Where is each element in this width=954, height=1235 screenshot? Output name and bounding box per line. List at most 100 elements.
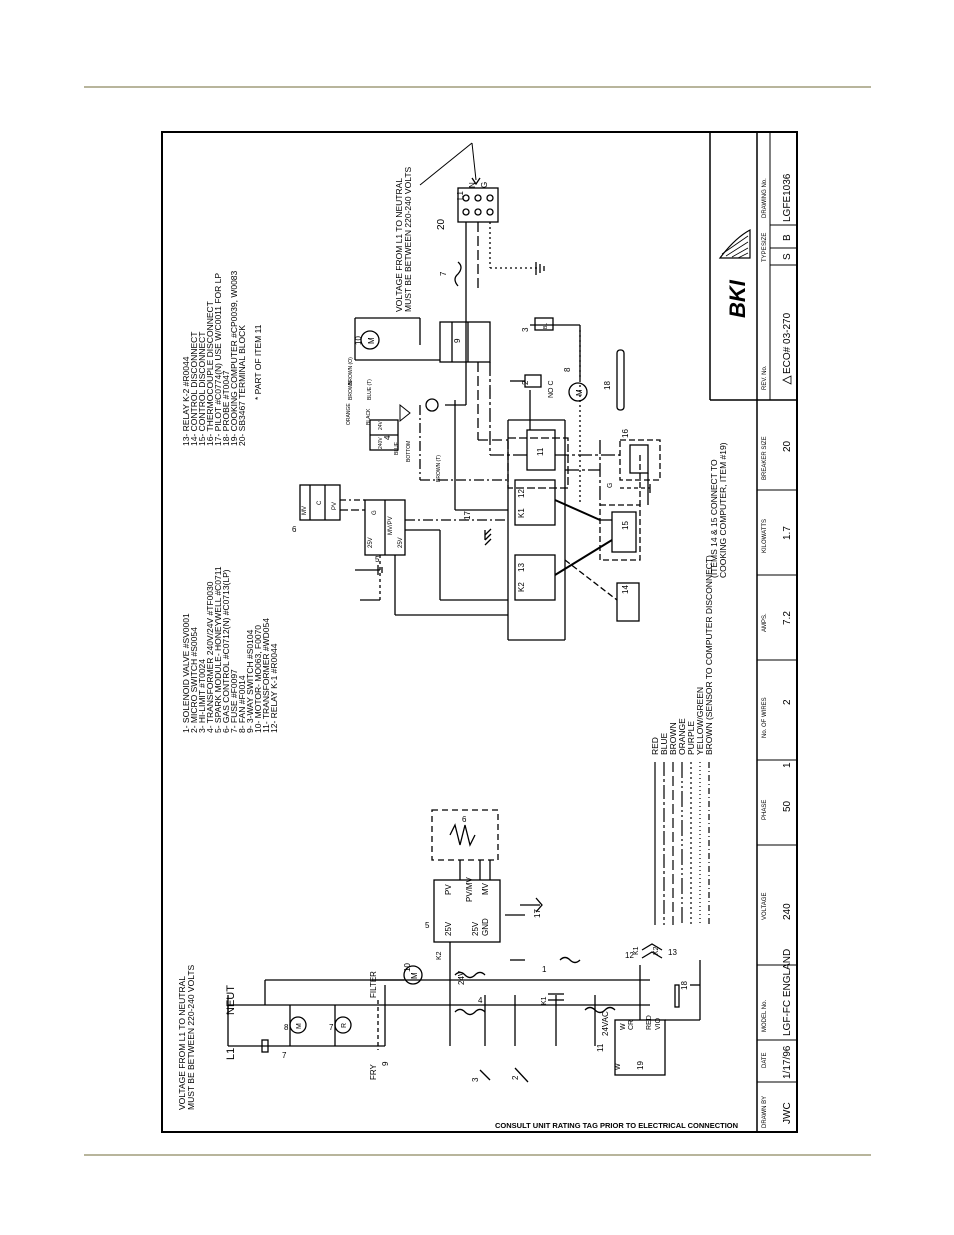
legend-brown: BROWN: [668, 722, 678, 755]
voltage-label: VOLTAGE: [762, 893, 768, 920]
red-label: RED: [646, 1015, 653, 1030]
motor-m-right: M: [367, 337, 376, 344]
rev-label: REV. No.: [762, 365, 768, 390]
num-6-right: 6: [292, 525, 297, 534]
num-7-left: 7: [282, 1051, 287, 1060]
svg-text:MUST BE BETWEEN 220-240 VOLTS: MUST BE BETWEEN 220-240 VOLTS: [186, 964, 196, 1110]
part-7: 7- FUSE #F0097: [229, 669, 239, 733]
legend-orange: ORANGE: [677, 718, 687, 755]
num-7-right: 7: [439, 271, 448, 276]
part-9: 9- 3-WAY SWITCH #S0104: [245, 629, 255, 733]
part-15: 15- CONTROL DISCONNECT: [197, 332, 207, 446]
hi-limit-bl: BL: [543, 323, 549, 329]
date-label: DATE: [762, 1052, 768, 1068]
bki-logo-text: BKI: [725, 279, 750, 318]
part-note: * PART OF ITEM 11: [253, 324, 263, 400]
num-11-left: 11: [596, 1043, 605, 1052]
c-right: C: [317, 500, 323, 505]
w-label-a: W: [615, 1063, 622, 1070]
num-8-left: 8: [284, 1023, 289, 1032]
size-label: SIZE: [762, 233, 768, 246]
mv-label: MV: [481, 882, 490, 895]
num-14-right: 14: [621, 585, 630, 594]
k1-label: K1: [541, 996, 548, 1005]
k2-coil-label: K2: [653, 946, 660, 955]
drawing-label: DRAWING No.: [762, 178, 768, 218]
kilowatts-value: 1.7: [782, 526, 793, 540]
part-5: 5- SPARK MODULE- HONEYWELL #C0711: [213, 566, 223, 733]
v24-label: 24V: [457, 970, 466, 985]
num-12-left: 12: [625, 951, 634, 960]
header-rule: [84, 86, 871, 88]
g-right: G: [607, 483, 614, 488]
num-3-right: 3: [521, 327, 530, 332]
num-5-right: 5: [375, 555, 380, 564]
rev-value: ECO# 03-270: [782, 312, 793, 374]
phase-value: 50: [782, 800, 793, 812]
filter-label: FILTER: [369, 971, 378, 998]
num-10-right: 10: [354, 336, 363, 345]
part-16: 16- THERMOCOUPLE DISCONNECT: [205, 301, 215, 446]
title-block-labels: DRAWN BY JWC DATE 1/17/96 MODEL No. LGF-…: [762, 173, 793, 1128]
wires-value: 2: [782, 699, 793, 705]
amps-value: 7.2: [782, 611, 793, 625]
type-value: S: [782, 253, 793, 260]
model-label: MODEL No.: [762, 1000, 768, 1032]
model-value: LGF-FC ENGLAND: [782, 949, 793, 1036]
num-9-left: 9: [381, 1061, 390, 1066]
k1-coil-label: K1: [633, 946, 640, 955]
title-block: [709, 132, 797, 1132]
phase-extra-value: 1: [782, 762, 793, 768]
r-label: R: [341, 1023, 348, 1028]
v25-right-b: 25V: [398, 537, 404, 548]
pvmv-label: PV/MV: [465, 876, 474, 902]
right-voltage-note: VOLTAGE FROM L1 TO NEUTRAL MUST BE BETWE…: [394, 166, 413, 312]
gnd-label: GND: [481, 918, 490, 936]
n-terminal-label: N: [468, 182, 477, 188]
black-wire-label: BLACK: [366, 408, 372, 425]
amps-label: AMPS.: [762, 613, 768, 632]
num-18-right: 18: [603, 381, 612, 390]
num-17-left: 17: [533, 909, 542, 918]
brown-wire-label: BROWN: [348, 380, 354, 400]
pv-label: PV: [444, 884, 453, 895]
part-14: 14- CONTROL DISCONNECT: [189, 332, 199, 446]
wires-label: No. OF WIRES: [762, 697, 768, 738]
l1-terminal-label: L1: [456, 191, 465, 200]
num-4-left: 4: [478, 996, 483, 1005]
part-4: 4- TRANSFORMER 240V/24V #TF0030: [205, 581, 215, 733]
legend-blue: BLUE: [659, 732, 669, 755]
svg-text:COOKING COMPUTER, ITEM #19): COOKING COMPUTER, ITEM #19): [718, 442, 728, 578]
noc-label: NO C: [548, 381, 555, 399]
num-18-left: 18: [680, 981, 689, 990]
cr-label: CR: [628, 1020, 635, 1030]
num-16-right: 16: [621, 429, 630, 438]
drawn-by-label: DRAWN BY: [762, 1096, 768, 1128]
revision-delta-icon: [782, 375, 792, 385]
drawing-value: LGFE1036: [782, 173, 793, 222]
date-value: 1/17/96: [782, 1045, 793, 1079]
orange-wire-label: ORANGE: [346, 403, 352, 425]
part-20: 20- SB3467 TERMINAL BLOCK: [237, 325, 247, 446]
part-13: 13- RELAY K-2 #R0044: [181, 356, 191, 446]
svg-text:VOLTAGE FROM L1 TO NEUTRAL: VOLTAGE FROM L1 TO NEUTRAL: [394, 178, 404, 312]
fan-m-right: M: [575, 389, 584, 396]
num-8-right: 8: [563, 367, 572, 372]
vac24-label: 24VAC: [601, 1011, 610, 1036]
num-2-left: 2: [511, 1075, 520, 1080]
bottom-wire-label: BOTTOM: [406, 441, 412, 462]
right-schematic: [299, 142, 661, 641]
part-19: 19- COOKING COMPUTER #CP0039, W0083: [229, 270, 239, 446]
mvpv-right: MV/PV: [388, 516, 394, 535]
brown-t-label: BROWN (T): [436, 455, 442, 482]
part-1: 1- SOLENOID VALVE #SV0001: [181, 613, 191, 733]
pv-right: PV: [332, 502, 338, 510]
v25-label-b: 25V: [471, 921, 480, 936]
num-7-r: 7: [329, 1023, 334, 1032]
footer-rule: [84, 1154, 871, 1156]
num-13-right: 13: [517, 563, 526, 572]
num-12-right: 12: [517, 489, 526, 498]
kilowatts-label: KILOWATTS: [762, 519, 768, 553]
v24-right: 24V: [378, 420, 384, 430]
